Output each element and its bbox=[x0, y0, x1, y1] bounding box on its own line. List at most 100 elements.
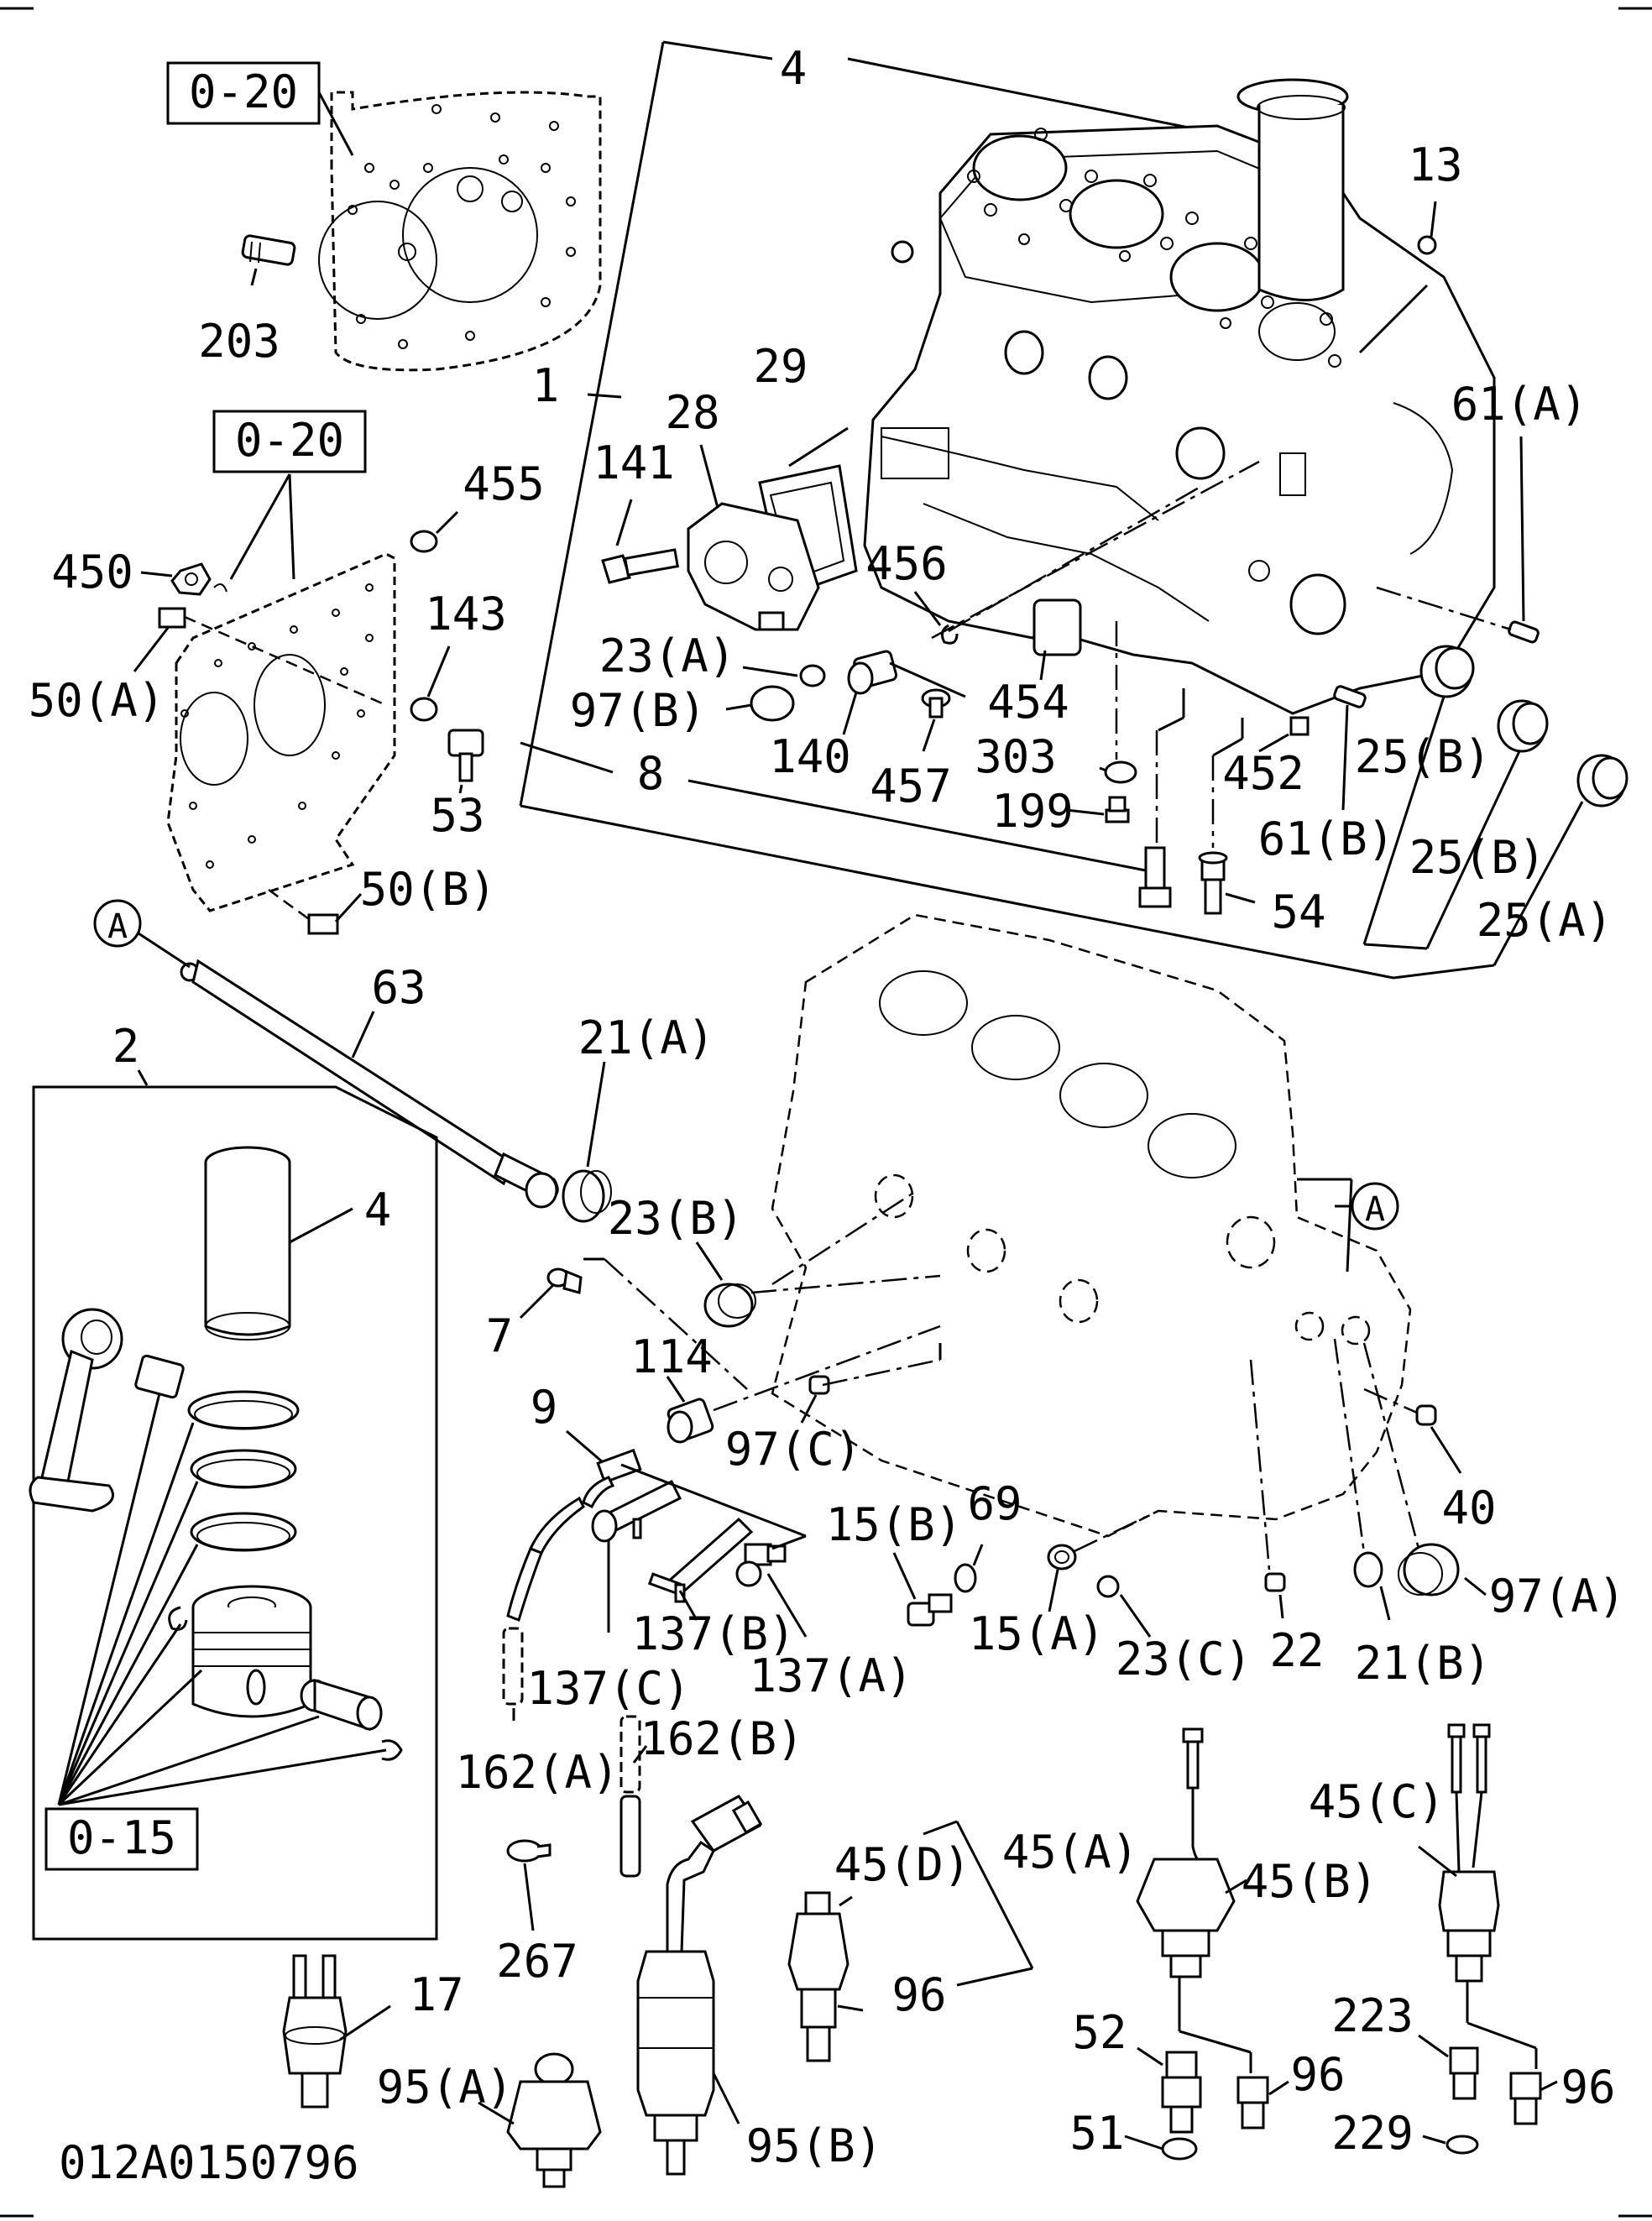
label-267[interactable]: 267 bbox=[496, 1935, 578, 1988]
label-162a[interactable]: 162(A) bbox=[455, 1746, 619, 1799]
label-50a[interactable]: 50(A) bbox=[29, 674, 165, 727]
label-63[interactable]: 63 bbox=[371, 961, 426, 1014]
label-45a[interactable]: 45(A) bbox=[1002, 1826, 1139, 1879]
ref-box-0-15[interactable]: 0-15 bbox=[44, 1807, 199, 1871]
label-23a[interactable]: 23(A) bbox=[599, 630, 736, 682]
bolt-199 bbox=[1105, 796, 1130, 823]
label-51[interactable]: 51 bbox=[1069, 2107, 1124, 2160]
label-21b[interactable]: 21(B) bbox=[1355, 1637, 1492, 1690]
hose-162a bbox=[502, 1627, 524, 1706]
label-303[interactable]: 303 bbox=[975, 730, 1057, 783]
label-162b[interactable]: 162(B) bbox=[640, 1712, 803, 1765]
label-114[interactable]: 114 bbox=[630, 1330, 713, 1383]
washer-69 bbox=[954, 1563, 977, 1593]
bushing-21a bbox=[562, 1169, 612, 1223]
label-203[interactable]: 203 bbox=[198, 315, 280, 368]
camshaft-63 bbox=[180, 959, 559, 1209]
camshaft-bearing-25b-2 bbox=[1497, 699, 1549, 753]
ref-box-0-20-mid[interactable]: 0-20 bbox=[212, 410, 367, 473]
label-223[interactable]: 223 bbox=[1331, 1989, 1414, 2042]
label-141[interactable]: 141 bbox=[593, 436, 675, 489]
plug-23a bbox=[799, 664, 826, 687]
label-2[interactable]: 2 bbox=[112, 1020, 140, 1073]
label-137b[interactable]: 137(B) bbox=[631, 1607, 795, 1660]
label-4-top[interactable]: 4 bbox=[780, 42, 808, 95]
snap-ring-left bbox=[168, 1606, 188, 1631]
label-95a[interactable]: 95(A) bbox=[377, 2061, 514, 2114]
label-96-3[interactable]: 96 bbox=[1561, 2061, 1615, 2114]
label-23b[interactable]: 23(B) bbox=[608, 1192, 745, 1245]
plug-457 bbox=[921, 688, 951, 719]
sensor-95a bbox=[506, 2052, 602, 2188]
label-96-2[interactable]: 96 bbox=[1290, 2048, 1345, 2101]
cover-28 bbox=[687, 502, 820, 631]
label-8[interactable]: 8 bbox=[637, 747, 665, 800]
label-54[interactable]: 54 bbox=[1271, 886, 1325, 938]
label-29[interactable]: 29 bbox=[753, 340, 808, 393]
svg-text:A: A bbox=[107, 907, 128, 946]
snap-ring-right bbox=[381, 1739, 403, 1761]
hose-clip-267 bbox=[506, 1839, 552, 1863]
label-143[interactable]: 143 bbox=[425, 588, 507, 640]
label-22[interactable]: 22 bbox=[1269, 1624, 1324, 1677]
label-137a[interactable]: 137(A) bbox=[749, 1649, 912, 1702]
label-61b[interactable]: 61(B) bbox=[1258, 813, 1395, 865]
label-17[interactable]: 17 bbox=[409, 1968, 463, 2021]
label-4-kit[interactable]: 4 bbox=[364, 1184, 392, 1236]
label-45d[interactable]: 45(D) bbox=[834, 1838, 971, 1891]
label-13[interactable]: 13 bbox=[1408, 138, 1462, 191]
label-96-1[interactable]: 96 bbox=[891, 1968, 946, 2021]
label-454[interactable]: 454 bbox=[987, 676, 1069, 729]
label-452[interactable]: 452 bbox=[1222, 747, 1304, 800]
label-450[interactable]: 450 bbox=[51, 546, 133, 598]
label-15a[interactable]: 15(A) bbox=[969, 1607, 1106, 1660]
dowel-pin-50a bbox=[158, 607, 186, 629]
label-61a[interactable]: 61(A) bbox=[1451, 378, 1588, 431]
fitting-96-b bbox=[1236, 2076, 1269, 2130]
label-229[interactable]: 229 bbox=[1331, 2107, 1414, 2160]
label-25a[interactable]: 25(A) bbox=[1477, 894, 1613, 947]
hose-162b-lower bbox=[620, 1795, 641, 1878]
label-69[interactable]: 69 bbox=[967, 1477, 1022, 1530]
label-140[interactable]: 140 bbox=[769, 730, 851, 783]
label-52[interactable]: 52 bbox=[1072, 2006, 1127, 2059]
adapter-223 bbox=[1449, 2046, 1479, 2100]
bushing bbox=[134, 1354, 185, 1399]
label-97a[interactable]: 97(A) bbox=[1489, 1570, 1626, 1623]
label-45c[interactable]: 45(C) bbox=[1309, 1775, 1446, 1828]
pipe-137b bbox=[647, 1517, 754, 1603]
fitting-96-c bbox=[1509, 2072, 1542, 2125]
label-28[interactable]: 28 bbox=[665, 386, 719, 439]
plug-23b bbox=[703, 1283, 756, 1328]
label-137c[interactable]: 137(C) bbox=[526, 1662, 690, 1715]
label-457[interactable]: 457 bbox=[870, 760, 952, 813]
group-45a-bracket bbox=[923, 1820, 1034, 1987]
washer-51 bbox=[1161, 2137, 1198, 2161]
label-21a[interactable]: 21(A) bbox=[578, 1011, 715, 1064]
label-97b[interactable]: 97(B) bbox=[570, 684, 707, 737]
label-45b[interactable]: 45(B) bbox=[1242, 1855, 1378, 1908]
sensor-95b bbox=[636, 1795, 763, 2176]
label-456[interactable]: 456 bbox=[865, 537, 948, 590]
label-50b[interactable]: 50(B) bbox=[360, 863, 497, 916]
label-25b-2[interactable]: 25(B) bbox=[1409, 831, 1546, 884]
callout-a-right: A bbox=[1351, 1182, 1399, 1231]
ref-box-0-20-top[interactable]: 0-20 bbox=[166, 61, 321, 125]
label-23c[interactable]: 23(C) bbox=[1116, 1633, 1252, 1685]
adapter-52 bbox=[1161, 2051, 1202, 2134]
label-199[interactable]: 199 bbox=[991, 785, 1074, 838]
label-40[interactable]: 40 bbox=[1441, 1482, 1496, 1534]
drawing-number: 012A0150796 bbox=[59, 2136, 359, 2189]
label-9[interactable]: 9 bbox=[531, 1381, 558, 1434]
label-1[interactable]: 1 bbox=[532, 359, 560, 412]
label-97c[interactable]: 97(C) bbox=[725, 1423, 862, 1476]
label-7[interactable]: 7 bbox=[486, 1309, 514, 1362]
sensor-45d bbox=[787, 1891, 850, 2062]
label-25b-1[interactable]: 25(B) bbox=[1355, 730, 1492, 783]
label-15b[interactable]: 15(B) bbox=[826, 1498, 963, 1551]
label-53[interactable]: 53 bbox=[430, 789, 484, 842]
kit-cylinder-liner bbox=[204, 1146, 291, 1340]
label-95b[interactable]: 95(B) bbox=[746, 2119, 883, 2172]
label-455[interactable]: 455 bbox=[463, 457, 545, 510]
bolt-53 bbox=[447, 729, 484, 782]
